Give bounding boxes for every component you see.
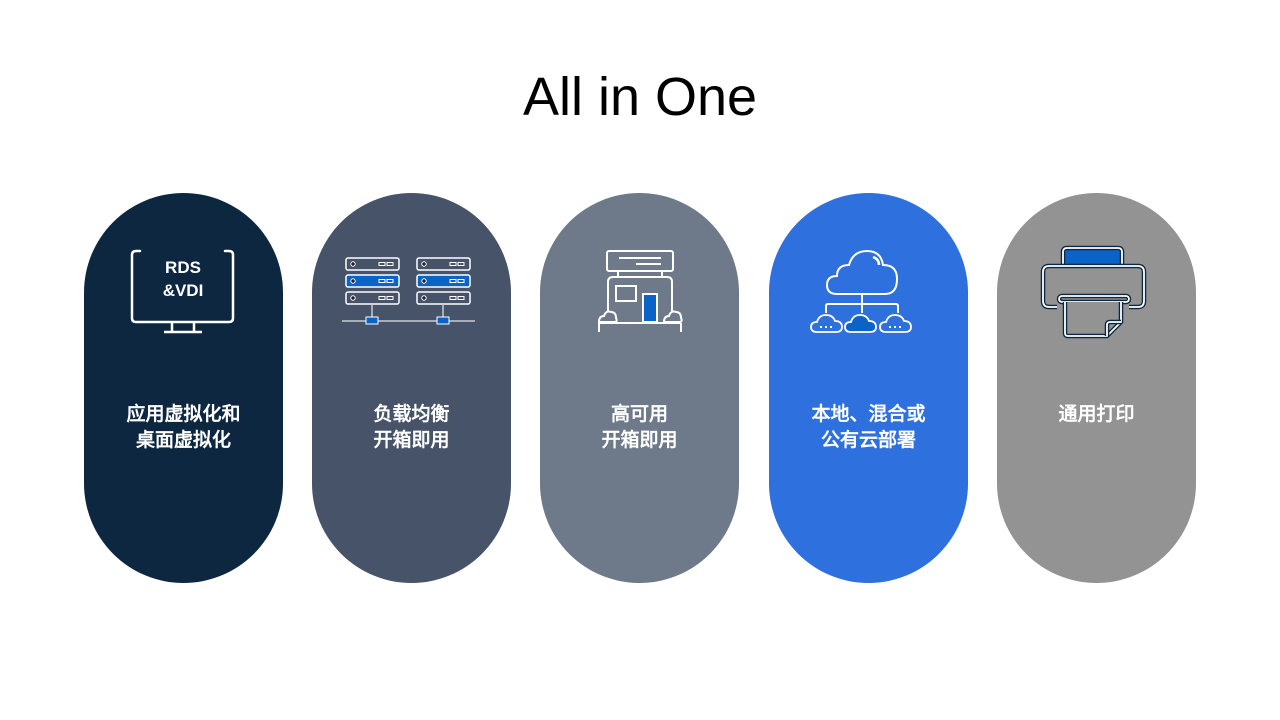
card-cloud-deployment: 本地、混合或 公有云部署 [769, 193, 968, 583]
monitor-text-line-1: RDS [165, 258, 201, 277]
building-icon [540, 243, 739, 343]
card-label-line-1: 通用打印 [1058, 403, 1135, 425]
page-title: All in One [522, 67, 758, 127]
printer-icon [997, 243, 1196, 343]
card-app-desktop-virtualization: RDS &VDI 应用虚拟化和 桌面虚拟化 [84, 193, 283, 583]
card-label: 应用虚拟化和 桌面虚拟化 [84, 401, 283, 453]
card-label-line-2: 公有云部署 [820, 429, 916, 451]
card-label-line-2: 桌面虚拟化 [135, 429, 231, 451]
card-label-line-1: 负载均衡 [373, 403, 450, 425]
card-label: 负载均衡 开箱即用 [312, 401, 511, 453]
card-label-line-2: 开箱即用 [373, 429, 450, 451]
card-label-line-1: 应用虚拟化和 [126, 403, 241, 425]
card-label-line-2: 开箱即用 [601, 429, 678, 451]
card-label-line-1: 高可用 [610, 403, 668, 425]
monitor-icon: RDS &VDI [84, 243, 283, 343]
card-label: 通用打印 [997, 401, 1196, 427]
card-label-line-1: 本地、混合或 [811, 403, 926, 425]
card-label: 高可用 开箱即用 [540, 401, 739, 453]
card-universal-printing: 通用打印 [997, 193, 1196, 583]
card-load-balancing: 负载均衡 开箱即用 [312, 193, 511, 583]
server-rack-icon [312, 243, 511, 343]
card-label: 本地、混合或 公有云部署 [769, 401, 968, 453]
card-high-availability: 高可用 开箱即用 [540, 193, 739, 583]
monitor-text-line-2: &VDI [162, 281, 203, 300]
cloud-network-icon [769, 243, 968, 343]
